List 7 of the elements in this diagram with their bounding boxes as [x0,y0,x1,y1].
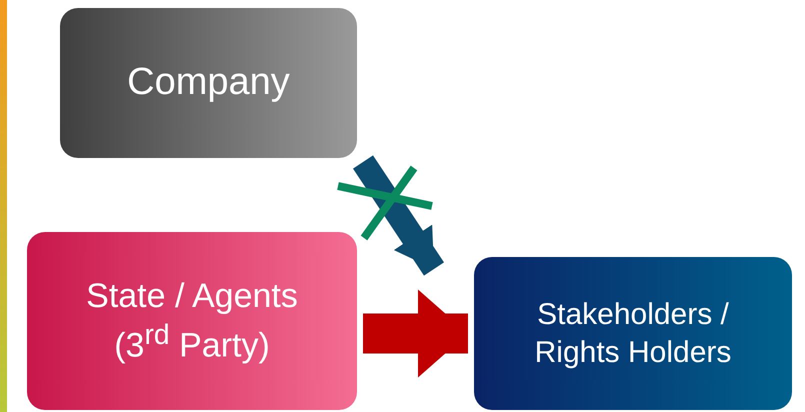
arrow [363,290,468,378]
entity-box [474,257,792,410]
entity-label: Company [127,60,290,106]
entity-label: Stakeholders / Rights Holders [534,297,732,370]
entity-box [60,8,357,158]
entity-box [27,232,357,410]
entity-label: State / Agents (3$^{rd}$ Party) [85,276,299,366]
